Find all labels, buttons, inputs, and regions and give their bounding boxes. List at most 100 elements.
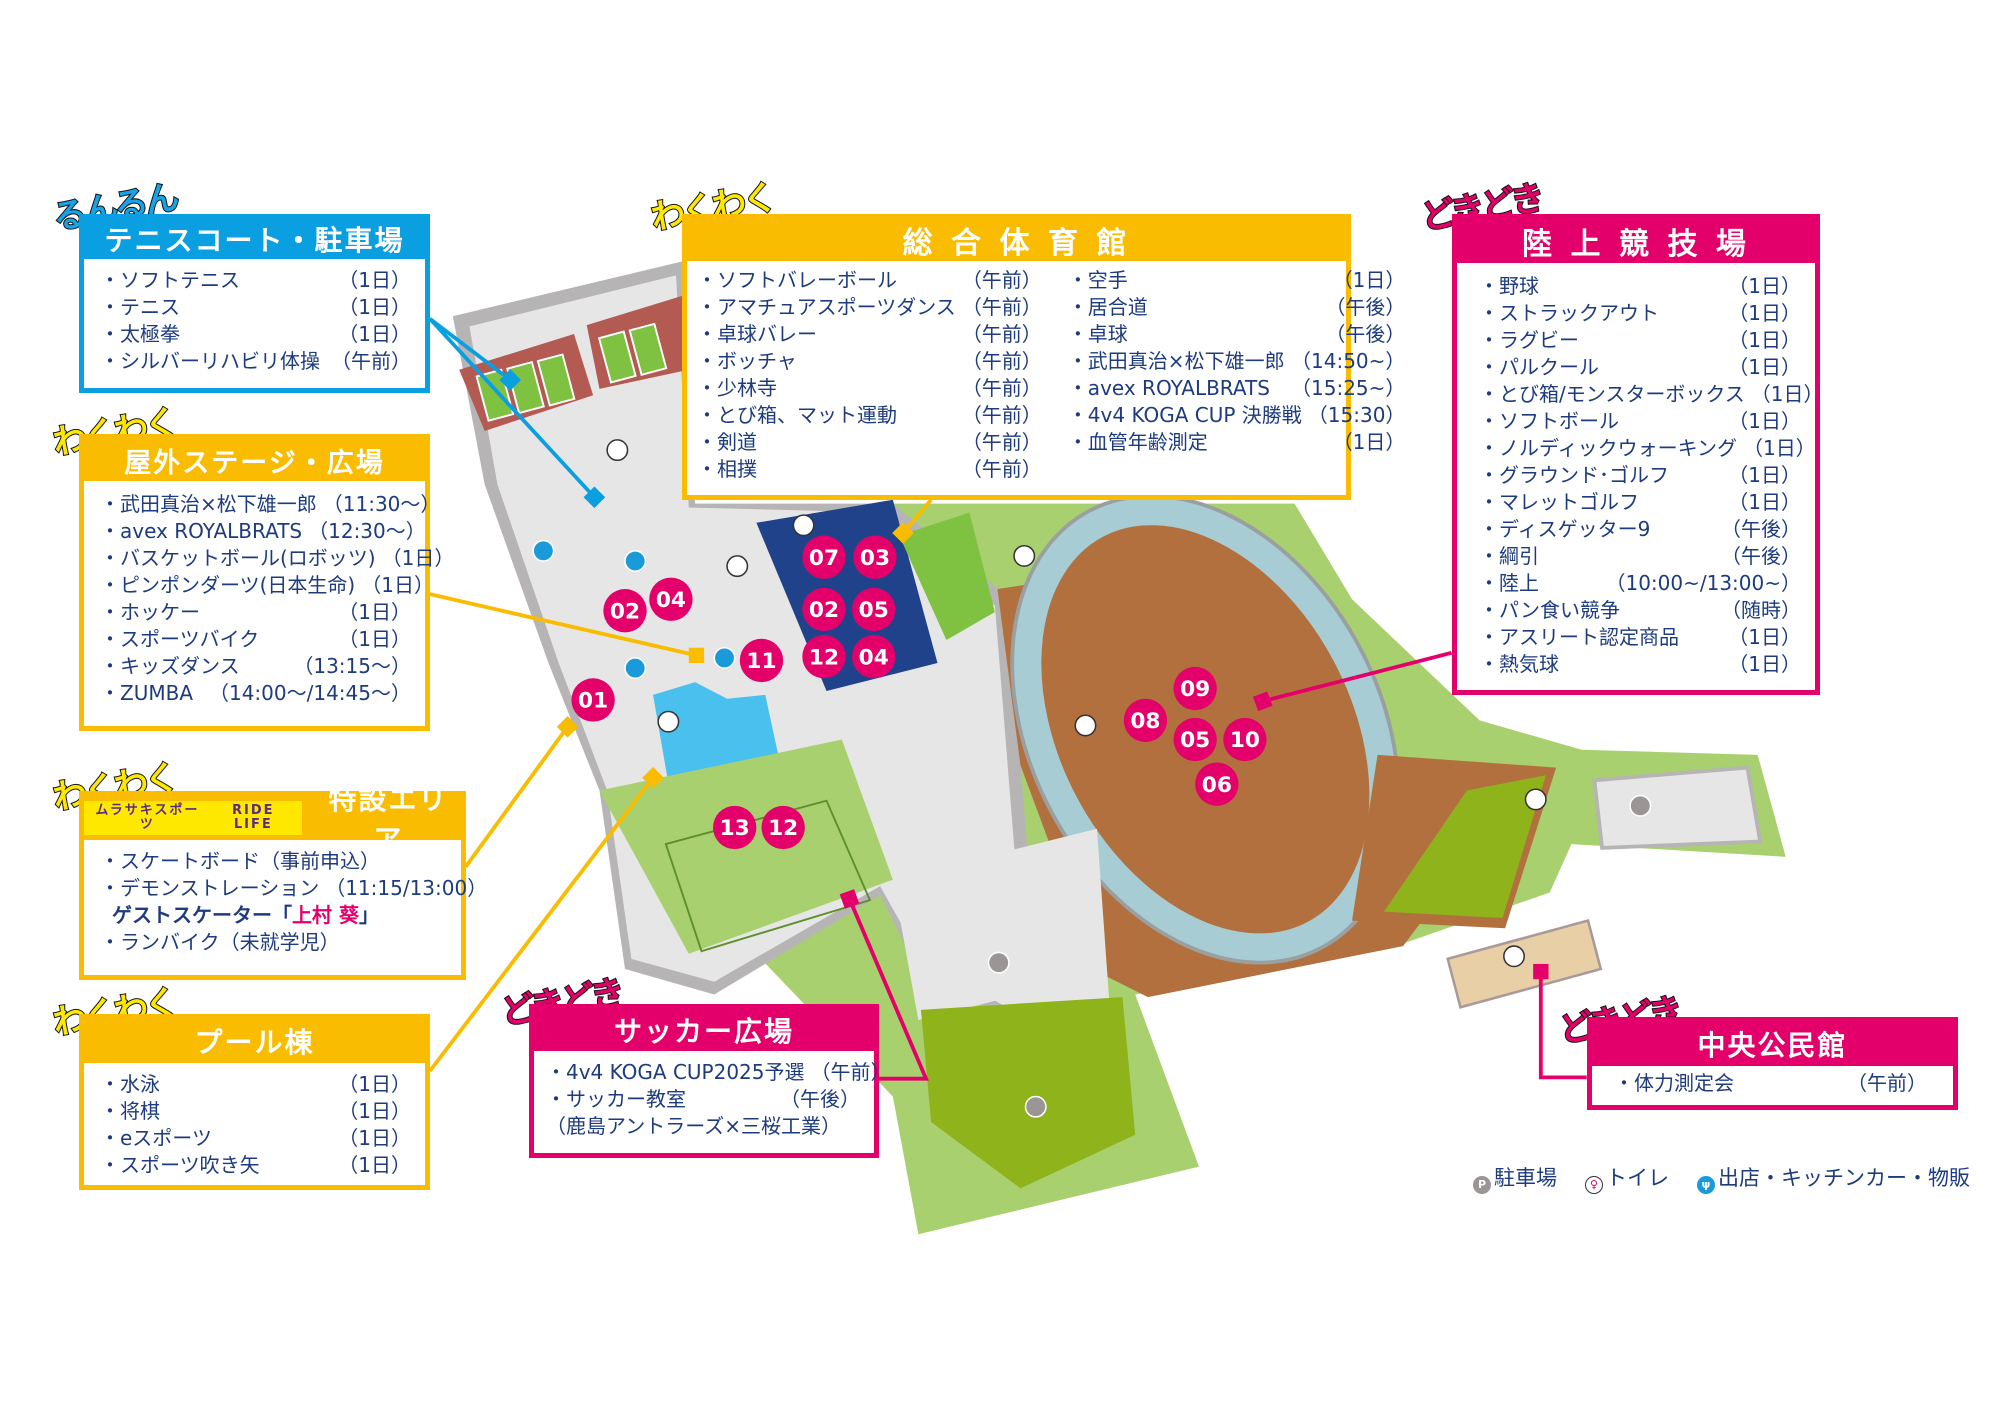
event-item: ・テニス （1日） xyxy=(100,294,411,321)
venue-number-marker: 13 xyxy=(713,805,757,850)
event-item: ・少林寺（午前） xyxy=(697,375,1042,402)
venue-number-marker: 05 xyxy=(852,587,896,632)
event-time: （1日） xyxy=(1728,409,1801,433)
event-item: ・体力測定会（午前） xyxy=(1614,1070,1927,1097)
event-time: （午前） xyxy=(961,322,1042,346)
marker-label: 11 xyxy=(746,649,776,674)
leader-lines xyxy=(428,317,1587,1081)
event-time: （15:30） xyxy=(1307,403,1406,427)
central-hall-box: 中央公民館 ・体力測定会（午前） xyxy=(1587,1017,1958,1110)
event-time: （午前） xyxy=(961,457,1042,481)
event-item: ・血管年齢測定（1日） xyxy=(1068,429,1406,456)
event-time: （1日） xyxy=(338,295,411,319)
outdoor-stage-title: 屋外ステージ・広場 xyxy=(84,439,425,481)
event-item: ・卓球バレー（午前） xyxy=(697,321,1042,348)
event-time: （14:00～/14:45～） xyxy=(208,681,411,705)
soccer-plaza-box: サッカー広場 ・4v4 KOGA CUP2025予選（午前）・サッカー教室（午後… xyxy=(529,1004,891,1158)
event-time: （1日） xyxy=(1728,625,1801,649)
pool-building-box: プール棟 ・水泳（1日）・将棋（1日）・eスポーツ（1日）・スポーツ吹き矢（1日… xyxy=(79,1014,430,1190)
event-item: ・居合道 （午後） xyxy=(1068,294,1406,321)
event-time: （午前） xyxy=(1847,1071,1927,1095)
event-name: ・avex ROYALBRATS xyxy=(100,519,303,543)
toilet-icon xyxy=(657,710,680,733)
central-hall-building xyxy=(1446,918,1603,1009)
logo-text-left: ムラサキスポーツ xyxy=(95,803,200,832)
track-outline xyxy=(1010,494,1401,965)
athletics-stadium-box: 陸 上 競 技 場 ・野球（1日）・ストラックアウト（1日）・ラグビー（1日）・… xyxy=(1452,214,1823,695)
gym-lawn xyxy=(899,512,995,641)
parking-lot-south xyxy=(892,828,1110,1021)
event-time: （1日） xyxy=(1728,490,1801,514)
marker-circle xyxy=(1223,717,1267,762)
lower-lawn xyxy=(920,997,1136,1189)
event-name: ・ピンポンダーツ(日本生命) xyxy=(100,573,356,597)
event-time: （午前） xyxy=(961,268,1042,292)
legend-shop-label: 出店・キッチンカー・物販 xyxy=(1718,1166,1970,1190)
marker-label: 12 xyxy=(809,645,839,670)
event-time: （1日） xyxy=(338,1099,411,1123)
legend-toilet-label: トイレ xyxy=(1606,1166,1669,1190)
parking-lot-east xyxy=(1592,765,1763,850)
parking-icon: P xyxy=(1473,1176,1491,1194)
marker-label: 10 xyxy=(1230,728,1260,753)
event-item: ・eスポーツ（1日） xyxy=(100,1125,411,1152)
parking-icon xyxy=(1024,1095,1047,1118)
event-item: ・シルバーリハビリ体操（午前） xyxy=(100,348,411,375)
marker-circle xyxy=(603,589,647,633)
event-name: ・テニス xyxy=(100,295,180,319)
marker-label: 09 xyxy=(1180,677,1210,702)
toilet-icon xyxy=(1524,788,1547,811)
event-item: ・マレットゴルフ（1日） xyxy=(1479,489,1801,516)
event-time: （15:25~） xyxy=(1291,376,1406,400)
marker-label: 05 xyxy=(859,598,889,623)
event-name: ・居合道 xyxy=(1067,295,1148,319)
marker-circle xyxy=(739,638,784,683)
marker-label: 02 xyxy=(809,598,839,623)
event-item: ・野球（1日） xyxy=(1479,273,1801,300)
event-time: （午後） xyxy=(1721,517,1801,541)
marker-circle xyxy=(852,587,896,632)
event-time: （午前） xyxy=(961,403,1042,427)
marker-label: 13 xyxy=(720,816,750,841)
event-item: ・avex ROYALBRATS（12:30～） xyxy=(100,518,426,545)
legend-toilet: ♀トイレ xyxy=(1585,1162,1669,1194)
toilet-icon: ♀ xyxy=(1585,1176,1603,1194)
venue-number-marker: 02 xyxy=(603,589,647,633)
toilet-icon xyxy=(1074,714,1097,737)
soccer-field xyxy=(599,739,893,954)
event-name: ・ノルディックウォーキング xyxy=(1479,436,1737,460)
baseball-outfield xyxy=(1383,775,1546,919)
marker-circle xyxy=(853,535,897,579)
event-item: ・ランバイク（未就学児） xyxy=(100,929,447,956)
event-name: ・スポーツ吹き矢 xyxy=(100,1153,260,1177)
event-name: ・野球 xyxy=(1479,274,1539,298)
venue-number-marker: 05 xyxy=(1173,717,1217,762)
guest-close: 」 xyxy=(358,903,379,927)
event-item: ・空手（1日） xyxy=(1068,267,1406,294)
event-time: （随時） xyxy=(1721,598,1801,622)
event-name: ・eスポーツ xyxy=(100,1126,212,1150)
event-name: ・剣道 xyxy=(697,430,757,454)
toilet-icon xyxy=(726,555,749,578)
event-time: （1日） xyxy=(1728,463,1801,487)
event-time: （午後） xyxy=(1721,544,1801,568)
venue-number-marker: 04 xyxy=(649,577,693,621)
outdoor-stage-box: 屋外ステージ・広場 ・武田真治×松下雄一郎（11:30～）・avex ROYAL… xyxy=(79,434,454,731)
event-name: ・ラグビー xyxy=(1479,328,1579,352)
event-time: （午後） xyxy=(1325,295,1406,319)
event-item: ・武田真治×松下雄一郎（11:30～） xyxy=(100,491,440,518)
event-time: （1日） xyxy=(338,627,411,651)
event-item: ・剣道（午前） xyxy=(697,429,1042,456)
event-item: ・将棋（1日） xyxy=(100,1098,411,1125)
toilet-icon xyxy=(1013,544,1036,567)
marker-circle xyxy=(852,634,896,679)
legend-parking-label: 駐車場 xyxy=(1494,1166,1557,1190)
event-name: ・とび箱/モンスターボックス xyxy=(1479,382,1745,406)
marker-label: 02 xyxy=(610,599,640,624)
event-name: ・ランバイク（未就学児） xyxy=(100,930,340,954)
event-item: ・ホッケー（1日） xyxy=(100,599,411,626)
event-name: ・熱気球 xyxy=(1479,652,1559,676)
event-item: （鹿島アントラーズ×三桜工業） xyxy=(546,1113,860,1140)
marker-label: 01 xyxy=(578,689,608,714)
